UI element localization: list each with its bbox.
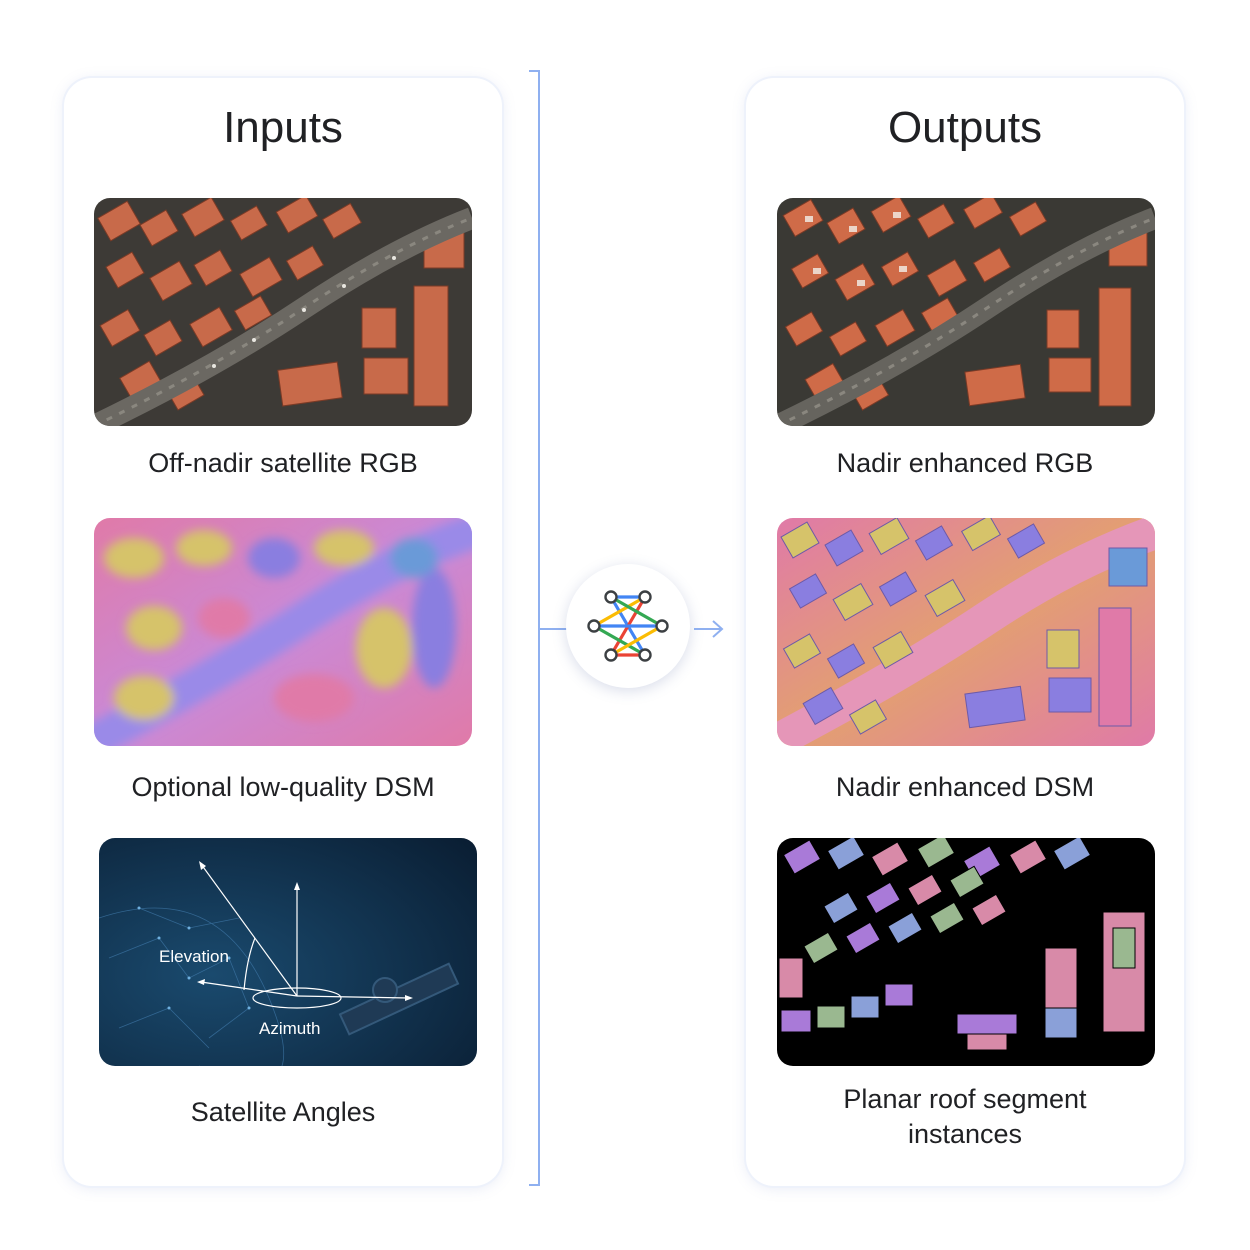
inputs-title: Inputs [223, 103, 343, 152]
low-quality-dsm-image [94, 518, 472, 746]
flow-divider-line [538, 70, 540, 1186]
outputs-panel: Outputs [746, 78, 1184, 1186]
nadir-dsm-image [777, 518, 1155, 746]
low-quality-dsm-caption: Optional low-quality DSM [131, 772, 435, 802]
outputs-title: Outputs [887, 103, 1043, 152]
roof-segments-image [777, 838, 1155, 1066]
off-nadir-rgb-image [94, 198, 472, 426]
nadir-rgb-caption: Nadir enhanced RGB [836, 448, 1094, 478]
flow-divider-cap-bottom [529, 1184, 540, 1186]
elevation-label: Elevation [159, 947, 229, 966]
flow-divider-cap-top [529, 70, 540, 72]
satellite-angles-caption: Satellite Angles [190, 1097, 376, 1127]
model-node [566, 564, 690, 688]
neural-network-icon [587, 590, 669, 662]
nadir-rgb-image [777, 198, 1155, 426]
output-arrow-icon [694, 620, 724, 638]
roof-segments-caption-line1: Planar roof segment [843, 1084, 1087, 1114]
nadir-dsm-caption: Nadir enhanced DSM [835, 772, 1095, 802]
satellite-angles-image: Elevation Azimuth [99, 838, 477, 1066]
off-nadir-rgb-caption: Off-nadir satellite RGB [148, 448, 418, 478]
azimuth-label: Azimuth [259, 1019, 320, 1038]
flow-branch-line [540, 628, 568, 630]
inputs-panel: Inputs [64, 78, 502, 1186]
roof-segments-caption-line2: instances [907, 1119, 1023, 1149]
